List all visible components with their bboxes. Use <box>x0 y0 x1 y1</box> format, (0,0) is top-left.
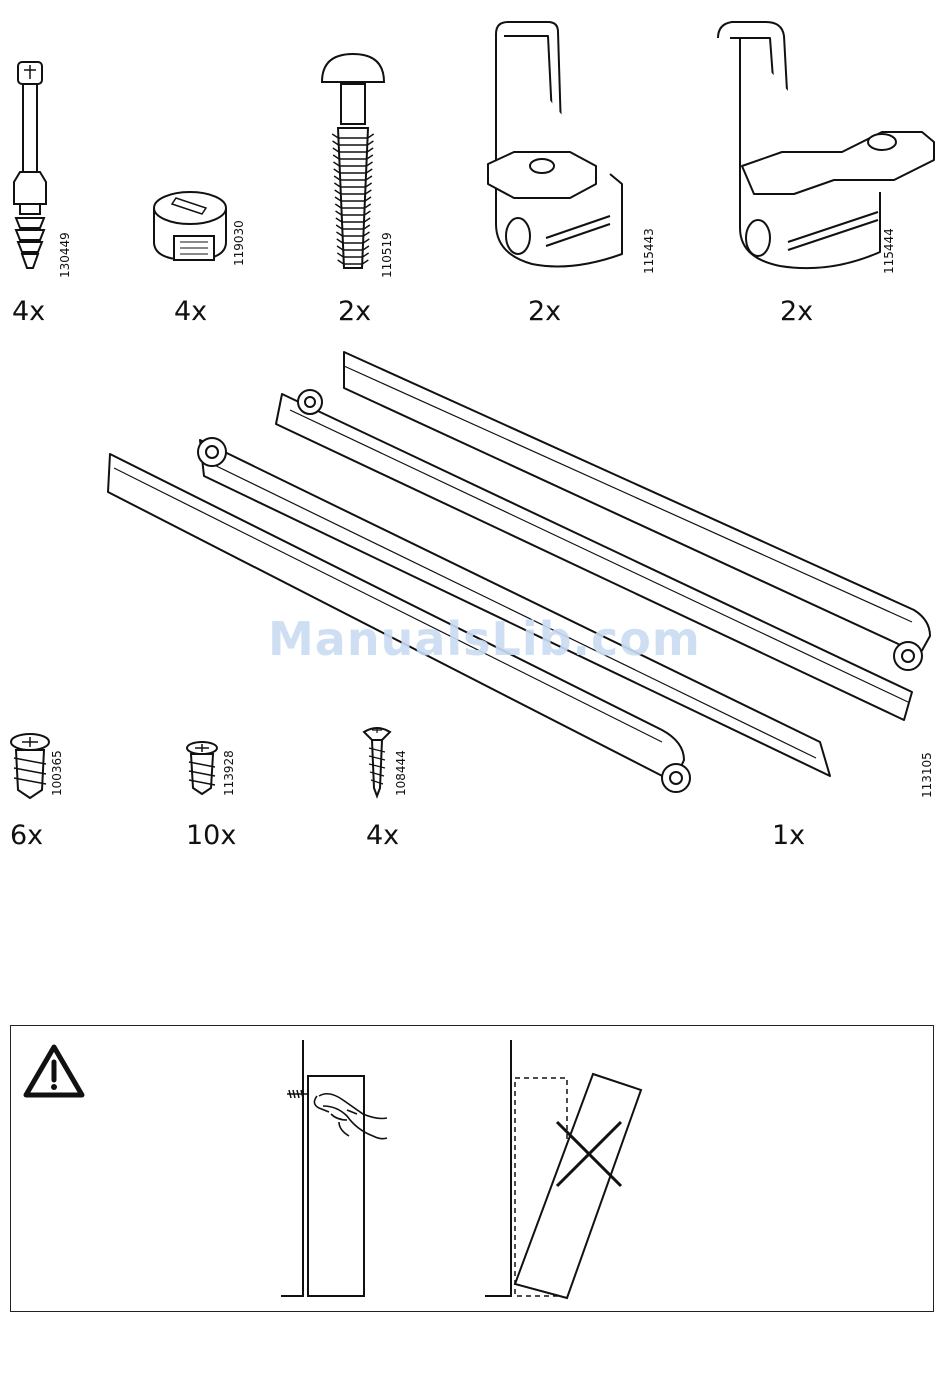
part-quantity: 2x <box>780 296 813 327</box>
cam-lock-dowel-icon <box>8 58 58 280</box>
wood-screw-icon <box>362 726 392 798</box>
part-code: 100365 <box>50 750 64 796</box>
hand-press-panel-icon <box>281 1040 401 1302</box>
watermark-text: ManualsLib.com <box>268 612 701 666</box>
part-code: 115444 <box>882 228 896 274</box>
wall-anchoring-warning-panel <box>10 1025 934 1312</box>
wide-wire-bracket-icon <box>712 16 932 278</box>
part-code: 113105 <box>920 752 934 798</box>
part-quantity: 4x <box>174 296 207 327</box>
part-quantity: 1x <box>772 820 805 851</box>
part-quantity: 10x <box>186 820 236 851</box>
part-code: 110519 <box>380 232 394 278</box>
ribbed-dowel-pin-icon <box>318 50 388 275</box>
warning-triangle-icon <box>23 1044 85 1098</box>
part-quantity: 6x <box>10 820 43 851</box>
part-quantity: 2x <box>528 296 561 327</box>
part-code: 113928 <box>222 750 236 796</box>
part-quantity: 2x <box>338 296 371 327</box>
part-code: 130449 <box>58 232 72 278</box>
part-code: 108444 <box>394 750 408 796</box>
wire-bracket-icon <box>482 14 642 276</box>
part-code: 119030 <box>232 220 246 266</box>
cam-lock-nut-icon <box>150 186 230 266</box>
euro-screw-icon <box>8 732 52 800</box>
drawer-runner-set-icon <box>100 344 940 814</box>
crossed-tilted-panel-icon <box>485 1040 665 1302</box>
short-euro-screw-icon <box>184 740 220 798</box>
part-code: 115443 <box>642 228 656 274</box>
part-quantity: 4x <box>12 296 45 327</box>
part-quantity: 4x <box>366 820 399 851</box>
